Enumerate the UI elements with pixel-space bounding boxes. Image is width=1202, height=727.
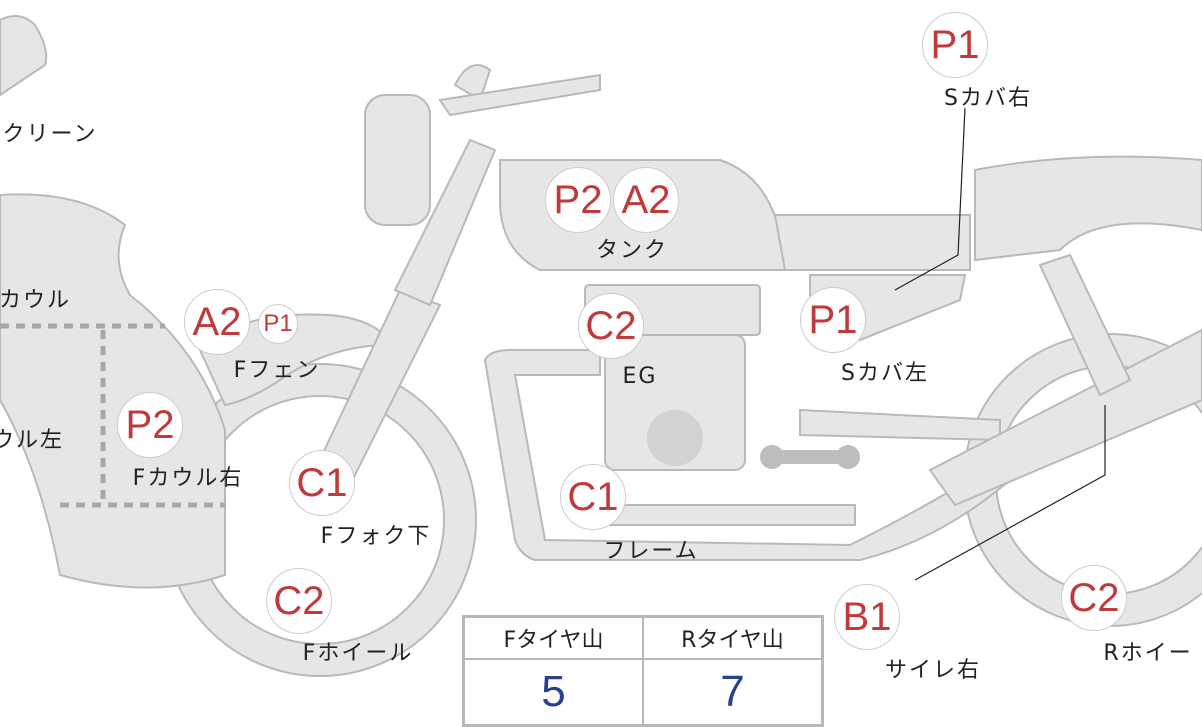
label-cowl-left: ウル左 [0, 428, 65, 453]
badge-f-fender-1: A2 [184, 289, 250, 355]
tire-tread-table: Fタイヤ山 Rタイヤ山 5 7 [462, 615, 824, 727]
label-silencer-right: サイレ右 [884, 658, 982, 683]
badge-frame: C1 [560, 464, 626, 530]
label-screen: クリーン [2, 122, 98, 147]
headlight [364, 94, 431, 226]
label-frame: フレーム [603, 539, 699, 564]
engine [604, 334, 746, 471]
badge-f-wheel: C2 [266, 568, 332, 634]
front-cowl [0, 193, 226, 589]
badge-tank-1: P2 [545, 167, 611, 233]
label-s-cover-right: Sカバ右 [944, 86, 1032, 111]
label-f-fork-lower: Fフォク下 [320, 524, 432, 549]
label-engine: EG [622, 364, 658, 389]
badge-s-cover-right: P1 [922, 12, 988, 78]
frame [483, 349, 1012, 561]
badge-f-fork-lower: C1 [289, 450, 355, 516]
value-front-tire: 5 [462, 658, 644, 727]
badge-f-cowl-right: P2 [117, 392, 183, 458]
label-f-wheel: Fホイール [302, 641, 414, 666]
badge-f-fender-2: P1 [258, 304, 298, 344]
badge-r-wheel: C2 [1061, 565, 1127, 631]
label-f-fender: Fフェン [233, 358, 321, 383]
badge-tank-2: A2 [613, 167, 679, 233]
header-front-tire: Fタイヤ山 [462, 615, 644, 660]
label-f-cowl-right: Fカウル右 [132, 466, 244, 491]
label-tank: タンク [595, 238, 669, 263]
seat [773, 214, 971, 271]
label-r-wheel: Rホイー [1103, 641, 1193, 666]
badge-engine: C2 [578, 293, 644, 359]
label-s-cover-left: Sカバ左 [841, 361, 929, 386]
rear-seat [974, 155, 1202, 262]
value-rear-tire: 7 [642, 658, 824, 727]
badge-s-cover-left: P1 [800, 287, 866, 353]
label-cowl: カウル [0, 288, 72, 313]
header-rear-tire: Rタイヤ山 [642, 615, 824, 660]
screen [0, 15, 48, 97]
badge-silencer-right: B1 [834, 584, 900, 650]
